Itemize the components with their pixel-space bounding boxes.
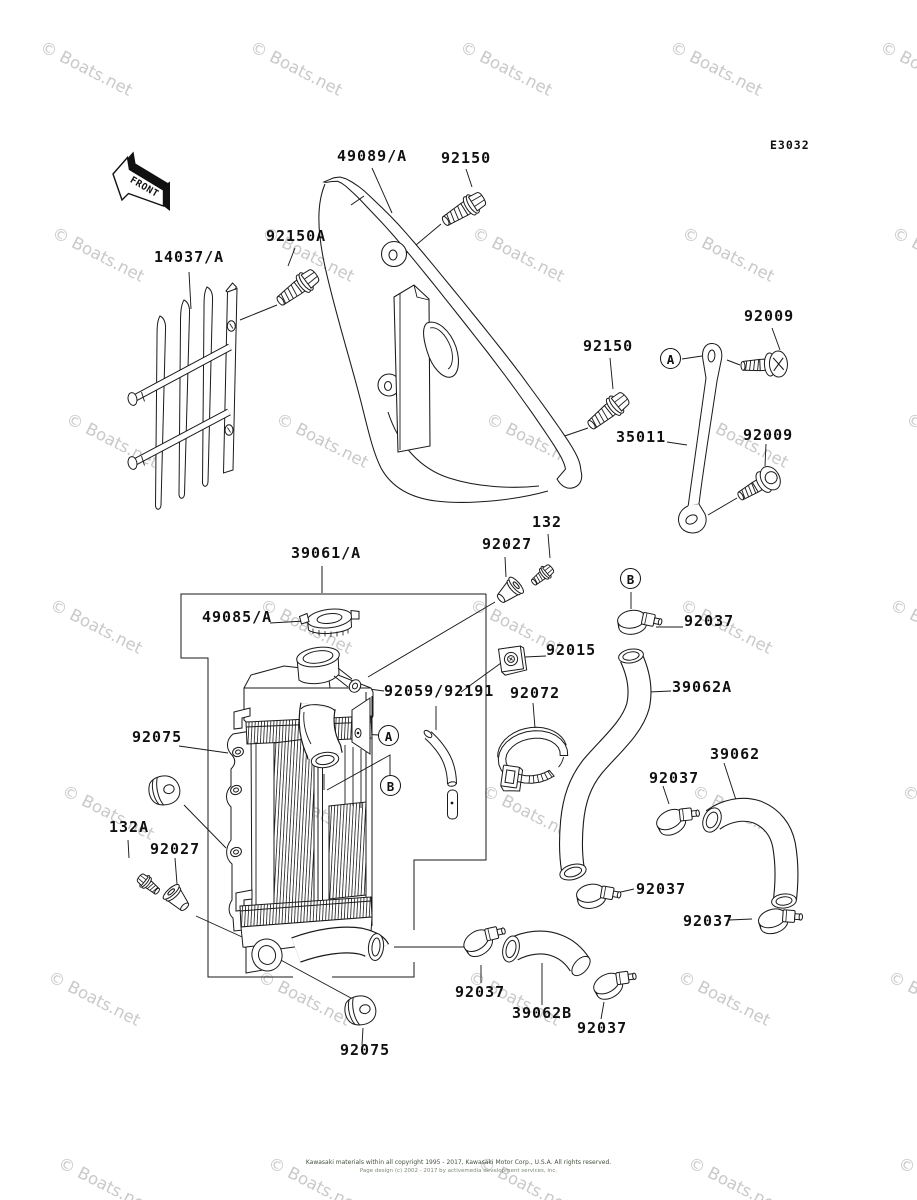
part-label-39062B[interactable]: 39062B bbox=[512, 1004, 573, 1022]
part-label-92150-right[interactable]: 92150 bbox=[583, 337, 634, 355]
part-label-14037A[interactable]: 14037/A bbox=[154, 248, 225, 266]
tube-92059-drawing bbox=[423, 729, 458, 820]
part-label-92027-left[interactable]: 92027 bbox=[150, 840, 201, 858]
grommet-92075-bottom bbox=[341, 992, 379, 1029]
part-label-92009-bottom[interactable]: 92009 bbox=[743, 426, 794, 444]
clamp-92037-e bbox=[589, 959, 642, 1005]
part-label-49089A[interactable]: 49089/A bbox=[337, 147, 408, 165]
part-label-92037-e[interactable]: 92037 bbox=[577, 1019, 628, 1037]
part-label-39062[interactable]: 39062 bbox=[710, 745, 761, 763]
callout-B-clamp: B bbox=[620, 568, 641, 589]
clip-92072-drawing bbox=[497, 726, 569, 792]
part-label-132A[interactable]: 132A bbox=[109, 818, 150, 836]
clamp-92037-f bbox=[574, 877, 625, 912]
part-label-35011[interactable]: 35011 bbox=[616, 428, 667, 446]
part-label-39061A[interactable]: 39061/A bbox=[291, 544, 362, 562]
clamp-92037-a bbox=[615, 604, 666, 637]
callout-A-bracket: A bbox=[660, 348, 681, 369]
part-label-92075-bottom[interactable]: 92075 bbox=[340, 1041, 391, 1059]
hose-39062a-drawing bbox=[558, 648, 652, 881]
plug-92027-left bbox=[160, 881, 195, 916]
part-label-92037-d[interactable]: 92037 bbox=[455, 983, 506, 1001]
screw-132 bbox=[527, 561, 557, 590]
screw-132a bbox=[134, 870, 164, 899]
shroud-drawing bbox=[318, 176, 583, 503]
part-label-49085A[interactable]: 49085/A bbox=[202, 608, 273, 626]
radiator-screen-drawing bbox=[127, 282, 238, 510]
clamp-92037-b bbox=[652, 796, 706, 840]
part-label-92150-top[interactable]: 92150 bbox=[441, 149, 492, 167]
hose-39062b-drawing bbox=[502, 930, 591, 977]
part-label-39062A[interactable]: 39062A bbox=[672, 678, 733, 696]
part-label-92009-top[interactable]: 92009 bbox=[744, 307, 795, 325]
grommet-92075-top bbox=[145, 772, 183, 809]
part-label-132[interactable]: 132 bbox=[532, 513, 563, 531]
part-label-92059-92191[interactable]: 92059/92191 bbox=[384, 682, 495, 700]
screw-92009-top bbox=[740, 350, 788, 378]
radiator-cap-drawing bbox=[298, 608, 360, 637]
part-label-92075-top[interactable]: 92075 bbox=[132, 728, 183, 746]
front-arrow-face bbox=[112, 155, 165, 207]
part-label-92037-c[interactable]: 92037 bbox=[683, 912, 734, 930]
part-label-92037-b[interactable]: 92037 bbox=[649, 769, 700, 787]
group-box-39061 bbox=[180, 566, 487, 978]
part-label-92072[interactable]: 92072 bbox=[510, 684, 561, 702]
leader-lines bbox=[127, 167, 781, 1046]
radiator-drawing bbox=[226, 608, 390, 974]
front-arrow: FRONT bbox=[112, 151, 170, 211]
part-label-92037-a[interactable]: 92037 bbox=[684, 612, 735, 630]
bolt-92150a bbox=[271, 265, 323, 312]
diagram-code: E3032 bbox=[770, 138, 810, 152]
bracket-35011-drawing bbox=[678, 342, 723, 534]
part-label-92027-top[interactable]: 92027 bbox=[482, 535, 533, 553]
footer-copyright: Kawasaki materials within all copyright … bbox=[305, 1159, 612, 1166]
part-label-92037-f[interactable]: 92037 bbox=[636, 880, 687, 898]
plug-92027-top bbox=[492, 574, 527, 609]
callout-B-radiator: B bbox=[380, 775, 401, 796]
footer-page-design: Page design (c) 2002 - 2017 by activemed… bbox=[359, 1168, 558, 1174]
part-label-92150A[interactable]: 92150A bbox=[266, 227, 327, 245]
part-label-92015[interactable]: 92015 bbox=[546, 641, 597, 659]
bolt-92150-top bbox=[437, 188, 490, 232]
screw-92009-bottom bbox=[735, 466, 781, 503]
hose-39062-drawing bbox=[702, 797, 799, 909]
callout-A-radiator: A bbox=[378, 725, 399, 746]
nut-92015-drawing bbox=[497, 645, 528, 676]
